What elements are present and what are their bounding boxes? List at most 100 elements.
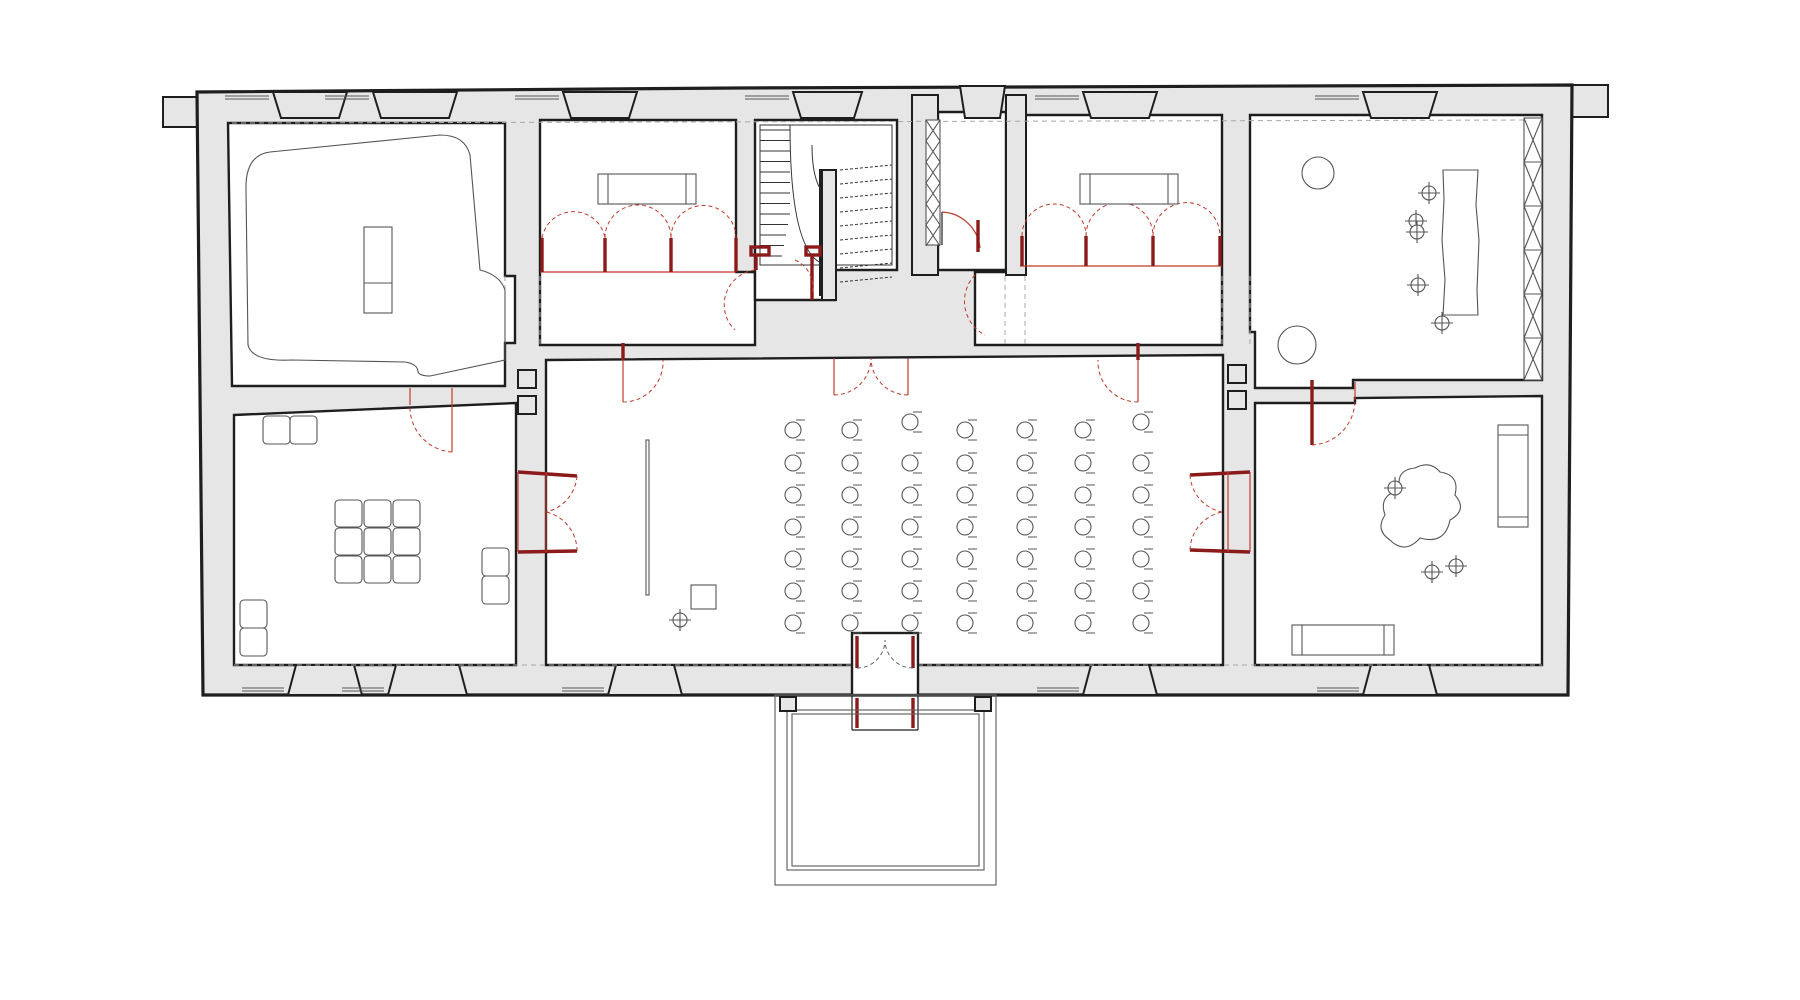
chair xyxy=(1132,612,1153,634)
seat-cushion xyxy=(334,555,363,584)
chair xyxy=(1074,612,1095,634)
chair xyxy=(901,516,922,538)
chair xyxy=(901,548,922,570)
chair xyxy=(1016,580,1037,602)
room-southwest-furniture xyxy=(239,415,510,657)
chair xyxy=(841,612,862,634)
seat-cushion xyxy=(334,527,363,556)
round-table xyxy=(1277,325,1317,365)
shelf-brace xyxy=(1523,337,1543,381)
seat-cushion xyxy=(334,499,363,528)
rug xyxy=(245,134,506,377)
window-recess xyxy=(1361,91,1439,119)
room-north-small-furniture xyxy=(597,173,1179,205)
window-recess xyxy=(606,664,684,696)
chair xyxy=(1016,484,1037,506)
entrance xyxy=(850,631,920,731)
chair xyxy=(784,580,805,602)
chair xyxy=(1074,452,1095,474)
chair xyxy=(956,580,977,602)
seat-cushion xyxy=(363,499,392,528)
chair xyxy=(901,580,922,602)
room-northwest-furniture xyxy=(245,134,506,377)
armchair xyxy=(481,575,510,605)
armchair xyxy=(289,415,318,445)
stair-tread xyxy=(839,220,893,227)
chair xyxy=(1074,548,1095,570)
chair xyxy=(901,484,922,506)
stool xyxy=(1421,561,1443,583)
chair xyxy=(901,452,922,474)
staircase xyxy=(759,124,893,301)
window-recess xyxy=(561,91,639,119)
long-table xyxy=(1441,169,1480,316)
chair xyxy=(784,612,805,634)
stair-tread xyxy=(839,276,893,283)
bench xyxy=(363,226,393,314)
seat-cushion xyxy=(392,555,421,584)
armchair xyxy=(239,599,268,629)
chair xyxy=(1016,452,1037,474)
sofa xyxy=(1497,424,1529,528)
room-northeast-furniture xyxy=(1277,156,1480,365)
window-recess xyxy=(371,91,459,119)
chimney-head xyxy=(958,85,1007,119)
stool xyxy=(1445,555,1467,577)
chair xyxy=(841,548,862,570)
entrance-terrace xyxy=(774,694,997,886)
room-floors xyxy=(226,110,1544,667)
room-southeast-furniture xyxy=(1291,424,1529,656)
stair-tread xyxy=(839,164,893,171)
chair xyxy=(1016,548,1037,570)
stool xyxy=(1407,274,1429,296)
chair xyxy=(901,612,922,634)
seat-cushion xyxy=(392,499,421,528)
bench xyxy=(597,173,697,205)
seat-cushion xyxy=(363,555,392,584)
stair-tread xyxy=(839,178,893,185)
chair xyxy=(1132,484,1153,506)
seat-cushion xyxy=(392,527,421,556)
stair-tread xyxy=(839,206,893,213)
stool xyxy=(1431,312,1453,334)
chair xyxy=(784,548,805,570)
chair xyxy=(901,411,922,433)
flue-brace xyxy=(925,140,941,163)
pier-west-a xyxy=(517,369,537,389)
screen xyxy=(645,439,650,596)
chair xyxy=(1132,580,1153,602)
chair-rows xyxy=(784,411,1153,634)
chair xyxy=(1016,612,1037,634)
chair xyxy=(1074,484,1095,506)
stair-tread xyxy=(839,262,893,269)
stool xyxy=(1384,477,1406,499)
seat-cushion xyxy=(363,527,392,556)
room-north-west-small-floor xyxy=(538,118,757,347)
seating-grid xyxy=(334,499,421,584)
stair-tread xyxy=(839,248,893,255)
chair xyxy=(956,452,977,474)
chair xyxy=(956,612,977,634)
window-recess xyxy=(791,91,864,119)
chair xyxy=(1132,411,1153,433)
chair xyxy=(956,516,977,538)
shelf-brace xyxy=(1523,117,1543,163)
pier-east-b xyxy=(1227,390,1247,410)
chair xyxy=(784,419,805,441)
lectern-stool xyxy=(669,609,691,631)
window-recess xyxy=(1081,91,1159,119)
armchair xyxy=(239,627,268,657)
flue-shafts xyxy=(925,117,1543,381)
shelf-brace xyxy=(1523,249,1543,295)
shelf-brace xyxy=(1523,205,1543,251)
bench xyxy=(1079,173,1179,205)
pier-east-a xyxy=(1227,364,1247,384)
chair xyxy=(956,419,977,441)
chair xyxy=(1074,516,1095,538)
chair xyxy=(841,419,862,441)
chair xyxy=(841,452,862,474)
chair xyxy=(1132,516,1153,538)
flue-brace xyxy=(925,182,941,205)
chair xyxy=(956,484,977,506)
